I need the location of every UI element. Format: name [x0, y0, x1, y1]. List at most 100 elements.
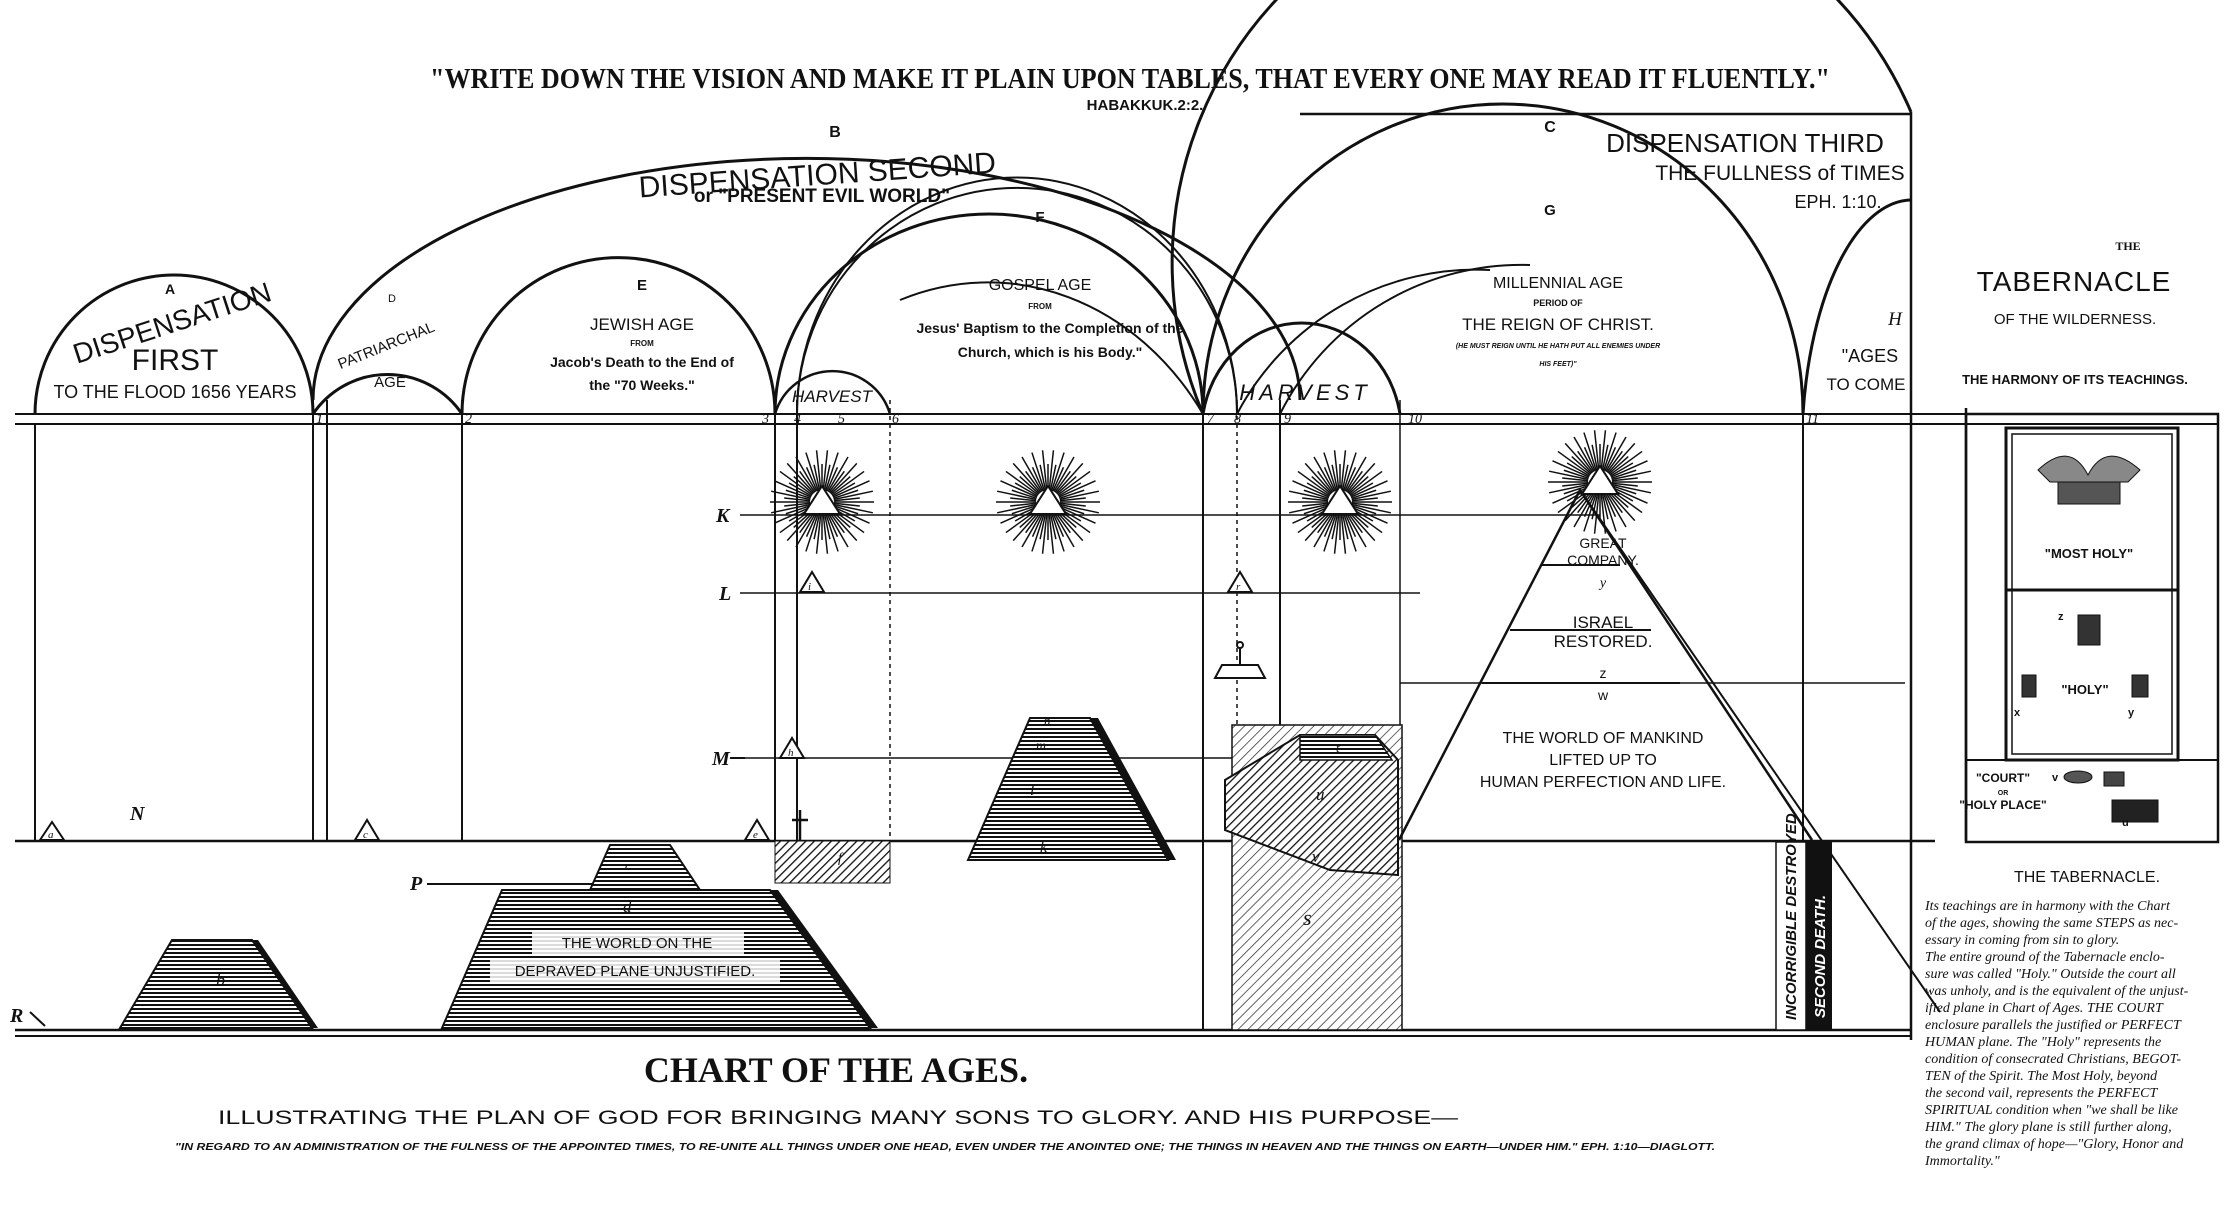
header-quote: "WRITE DOWN THE VISION AND MAKE IT PLAIN…: [430, 63, 1830, 95]
pyramid-millennial-text: GREAT COMPANY. y ISRAEL RESTORED. z w TH…: [1480, 535, 1726, 791]
tabernacle-paragraph-line: TEN of the Spirit. The Most Holy, beyond: [1925, 1069, 2158, 1084]
pyramid-b: [118, 939, 318, 1029]
period-number: 2: [465, 412, 472, 427]
age-to-come-title: "AGES: [1842, 346, 1898, 366]
period-number: 6: [892, 412, 899, 427]
glory-star-icon: [996, 450, 1100, 554]
harvest-shade-1: [774, 840, 891, 884]
tabernacle-paragraph-line: SPIRITUAL condition when "we shall be li…: [1925, 1103, 2178, 1118]
period-number: 7: [1207, 412, 1215, 427]
header-reference: HABAKKUK.2:2.: [1087, 97, 1204, 114]
plane-p-label: P: [409, 873, 423, 895]
label-e: e: [753, 829, 758, 841]
tabernacle-paragraph-line: Its teachings are in harmony with the Ch…: [1925, 899, 2170, 914]
harvest-label-1: HARVEST: [792, 387, 874, 406]
plane-l-label: L: [718, 583, 731, 605]
great-company-1: GREAT: [1579, 535, 1627, 551]
label-z-2: z: [2058, 611, 2064, 623]
tabernacle-paragraph-line: the second vail, represents the PERFECT: [1925, 1086, 2158, 1101]
label-u: u: [1316, 785, 1325, 804]
age-gospel-letter: F: [1035, 209, 1044, 226]
small-triangle-letters: a c e h i r: [48, 581, 1241, 841]
tabernacle-paragraph-line: condition of consecrated Christians, BEG…: [1925, 1052, 2181, 1067]
period-number: 10: [1408, 412, 1422, 427]
small-triangles: [38, 570, 1254, 841]
age-jewish-line1: FROM: [630, 339, 654, 348]
incorrigible-label: INCORRIGIBLE DESTROYED: [1783, 813, 1800, 1020]
disp-first-sub: TO THE FLOOD 1656 YEARS: [53, 382, 296, 402]
label-z: z: [1600, 665, 1607, 681]
pyramid-fallen: [1224, 734, 1399, 877]
age-to-come-letter: H: [1887, 309, 1903, 330]
footer-title: CHART OF THE AGES.: [644, 1050, 1028, 1090]
disp-third-ref: EPH. 1:10.: [1794, 192, 1881, 212]
age-patriarchal-sub: AGE: [374, 374, 406, 391]
label-i: i: [808, 581, 811, 593]
age-millennial-title: MILLENNIAL AGE: [1493, 275, 1623, 292]
plane-r-label: R: [9, 1005, 23, 1027]
period-number: 3: [761, 412, 769, 427]
age-gospel-line3: Church, which is his Body.": [958, 344, 1143, 360]
israel-1: ISRAEL: [1573, 613, 1633, 632]
israel-2: RESTORED.: [1554, 632, 1653, 651]
glory-sunbursts: [770, 430, 1652, 554]
label-k: k: [1040, 839, 1048, 856]
pyramid-gospel: [966, 717, 1176, 861]
label-r: r: [1236, 581, 1241, 593]
label-v: v: [1312, 847, 1320, 866]
label-y: y: [1598, 576, 1607, 591]
age-gospel-line2: Jesus' Baptism to the Completion of the: [916, 320, 1183, 336]
tabernacle-title: TABERNACLE: [1977, 266, 2172, 297]
label-y-2: y: [2128, 707, 2135, 719]
tabernacle-paragraph-line: the grand climax of hope—"Glory, Honor a…: [1925, 1137, 2184, 1152]
dispensation-arcs: [33, 0, 1913, 415]
tabernacle-paragraph: Its teachings are in harmony with the Ch…: [1925, 898, 2225, 1170]
age-jewish-letter: E: [637, 277, 647, 294]
pyramid-millennial: [1397, 487, 1941, 1013]
age-patriarchal-title: PATRIARCHAL: [335, 319, 437, 373]
label-l: l: [1030, 782, 1035, 799]
great-company-2: COMPANY.: [1567, 552, 1639, 568]
disp-first-name: FIRST: [132, 344, 219, 377]
plane-letters: K L M N P R: [9, 505, 731, 1027]
disp-third-sub: THE FULLNESS of TIMES: [1655, 162, 1904, 185]
label-v-2: v: [2052, 772, 2059, 784]
tabernacle-paragraph-line: of the ages, showing the same STEPS as n…: [1925, 916, 2179, 931]
period-lines: [34, 112, 1968, 1040]
period-number: 8: [1234, 412, 1241, 427]
age-millennial-line1: PERIOD OF: [1533, 298, 1583, 308]
tabernacle-harmony: THE HARMONY OF ITS TEACHINGS.: [1962, 372, 2188, 387]
age-jewish-line3: the "70 Weeks.": [589, 377, 695, 393]
glory-star-icon: [770, 450, 874, 554]
tabernacle-paragraph-line: sure was called "Holy." Outside the cour…: [1925, 967, 2176, 982]
tabernacle-paragraph-line: enclosure parallels the justified or PER…: [1925, 1018, 2181, 1033]
pyramid-gospel-labels: n m l k: [1030, 713, 1051, 856]
second-death-label: SECOND DEATH.: [1812, 895, 1829, 1018]
label-t: t: [1336, 740, 1340, 755]
footer-subtitle: ILLUSTRATING THE PLAN OF GOD FOR BRINGIN…: [218, 1108, 1458, 1129]
tabernacle-paragraph-line: The entire ground of the Tabernacle encl…: [1925, 950, 2165, 965]
label-f: f: [838, 851, 844, 866]
second-death-column: INCORRIGIBLE DESTROYED SECOND DEATH.: [1775, 813, 1832, 1031]
label-x: x: [2014, 707, 2021, 719]
or-label: OR: [1998, 790, 2009, 797]
period-number: 9: [1284, 412, 1291, 427]
label-s: s: [1303, 905, 1312, 930]
period-numbers: 1 2 3 4 5 6 7 8 9 10 11: [316, 412, 1819, 427]
age-jewish-line2: Jacob's Death to the End of: [550, 354, 734, 370]
most-holy-label: "MOST HOLY": [2045, 546, 2133, 561]
tabernacle-paragraph-line: HUMAN plane. The "Holy" represents the: [1925, 1035, 2162, 1050]
court-label: "COURT": [1976, 771, 2030, 785]
harvest-label-2: HARVEST: [1239, 380, 1371, 405]
altar-icon: [1213, 641, 1267, 679]
age-gospel-title: GOSPEL AGE: [989, 277, 1092, 294]
label-n: n: [1044, 713, 1051, 728]
age-millennial-line4: HIS FEET)": [1539, 361, 1577, 368]
age-patriarchal-letter: D: [388, 293, 396, 305]
label-w: w: [1597, 687, 1609, 703]
tabernacle-diagram: [1964, 412, 2220, 844]
disp-third-title: DISPENSATION THIRD: [1606, 128, 1884, 158]
age-millennial-letter: G: [1544, 202, 1556, 219]
